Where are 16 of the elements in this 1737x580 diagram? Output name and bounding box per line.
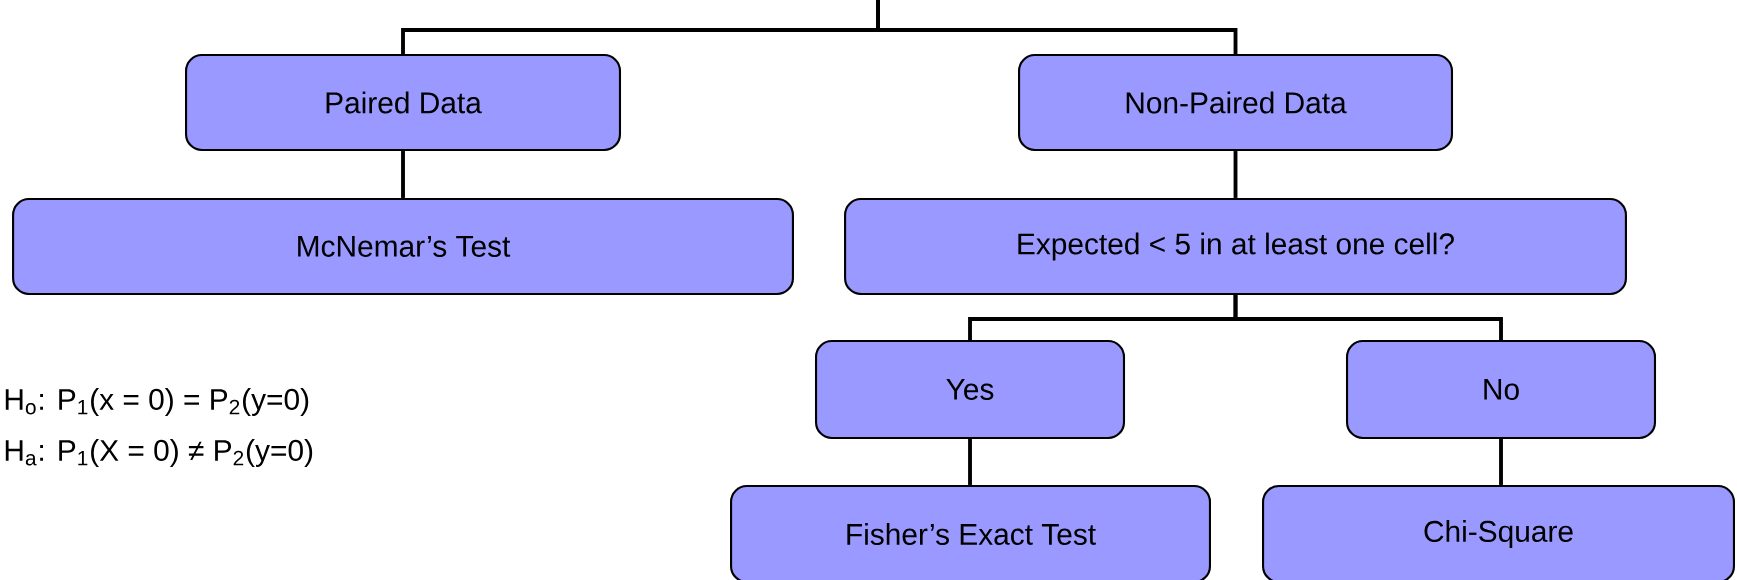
connector	[1233, 151, 1238, 198]
process-box: Expected < 5 in at least one cell?	[844, 197, 1627, 296]
process-box: McNemar’s Test	[12, 197, 794, 296]
process-box: Yes	[815, 339, 1126, 440]
hypothesis-text: H$_{o}$: P$_{1}$(x = 0) = P$_{2}$(y=0)	[5, 388, 309, 416]
connector	[1499, 439, 1503, 485]
process-box: Fisher’s Exact Test	[730, 484, 1211, 580]
connector	[401, 151, 405, 198]
process-box: No	[1346, 339, 1657, 440]
process-box: Paired Data	[185, 53, 622, 152]
connector	[968, 439, 972, 485]
hypothesis-text: H$_{a}$: P$_{1}$(X = 0) ≠ P$_{2}$(y=0)	[5, 439, 313, 467]
connector	[1233, 295, 1503, 340]
process-box: Non-Paired Data	[1018, 53, 1454, 152]
connector	[876, 0, 1238, 54]
process-box: Chi-Square	[1262, 484, 1736, 580]
